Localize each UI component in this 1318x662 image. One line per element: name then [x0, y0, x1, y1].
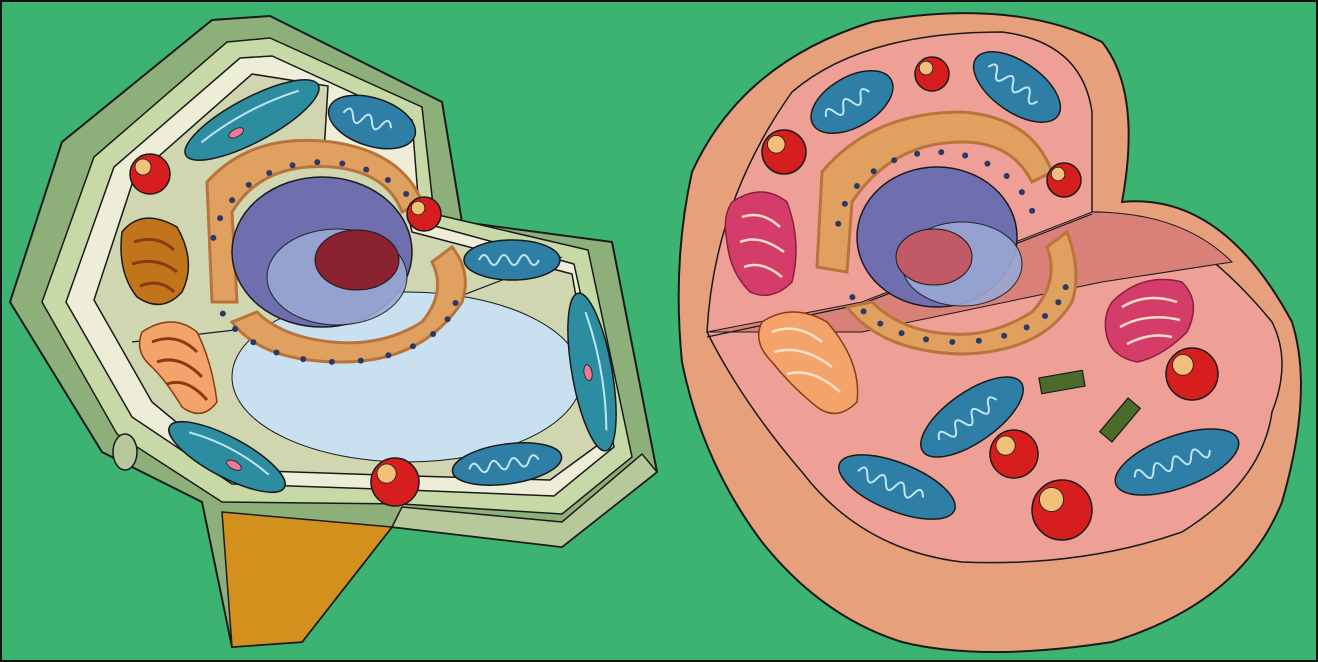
er-ribosome-dot: [871, 168, 877, 174]
er-ribosome-dot: [914, 151, 920, 157]
er-ribosome-dot: [1042, 313, 1048, 319]
er-ribosome-dot: [854, 183, 860, 189]
er-ribosome-dot: [314, 159, 320, 165]
ribosome: [371, 458, 419, 506]
er-ribosome-dot: [1001, 333, 1007, 339]
er-ribosome-dot: [949, 339, 955, 345]
er-ribosome-dot: [891, 157, 897, 163]
nucleolus: [315, 230, 399, 290]
er-ribosome-dot: [976, 338, 982, 344]
er-ribosome-dot: [861, 308, 867, 314]
er-ribosome-dot: [403, 191, 409, 197]
er-ribosome-dot: [445, 316, 451, 322]
er-ribosome-dot: [835, 221, 841, 227]
er-ribosome-dot: [329, 359, 335, 365]
mitochondrion: [464, 240, 560, 280]
er-ribosome-dot: [274, 349, 280, 355]
ribosome: [990, 430, 1038, 478]
er-ribosome-dot: [1019, 189, 1025, 195]
er-ribosome-dot: [1063, 284, 1069, 290]
er-ribosome-dot: [229, 197, 235, 203]
er-ribosome-dot: [210, 235, 216, 241]
er-ribosome-dot: [1004, 173, 1010, 179]
ribosome: [1047, 163, 1081, 197]
er-ribosome-dot: [1024, 324, 1030, 330]
er-ribosome-dot: [410, 343, 416, 349]
er-ribosome-dot: [220, 311, 226, 317]
plasmodesma: [113, 434, 137, 470]
er-ribosome-dot: [962, 152, 968, 158]
ribosome: [762, 130, 806, 174]
er-ribosome-dot: [430, 331, 436, 337]
er-ribosome-dot: [849, 294, 855, 300]
er-ribosome-dot: [877, 321, 883, 327]
nucleolus: [896, 229, 972, 285]
ribosome: [1032, 480, 1092, 540]
er-ribosome-dot: [984, 161, 990, 167]
ribosome: [407, 197, 441, 231]
er-ribosome-dot: [1029, 208, 1035, 214]
er-ribosome-dot: [339, 161, 345, 167]
er-ribosome-dot: [266, 170, 272, 176]
er-ribosome-dot: [250, 339, 256, 345]
er-ribosome-dot: [923, 336, 929, 342]
er-ribosome-dot: [232, 326, 238, 332]
er-ribosome-dot: [246, 182, 252, 188]
er-ribosome-dot: [358, 358, 364, 364]
ribosome: [1166, 348, 1218, 400]
er-ribosome-dot: [842, 201, 848, 207]
er-ribosome-dot: [217, 215, 223, 221]
er-ribosome-dot: [385, 177, 391, 183]
er-ribosome-dot: [453, 300, 459, 306]
ribosome: [915, 57, 949, 91]
er-ribosome-dot: [938, 149, 944, 155]
er-ribosome-dot: [300, 356, 306, 362]
er-ribosome-dot: [899, 330, 905, 336]
er-ribosome-dot: [363, 167, 369, 173]
ribosome: [130, 154, 170, 194]
er-ribosome-dot: [290, 162, 296, 168]
er-ribosome-dot: [1055, 299, 1061, 305]
er-ribosome-dot: [385, 352, 391, 358]
